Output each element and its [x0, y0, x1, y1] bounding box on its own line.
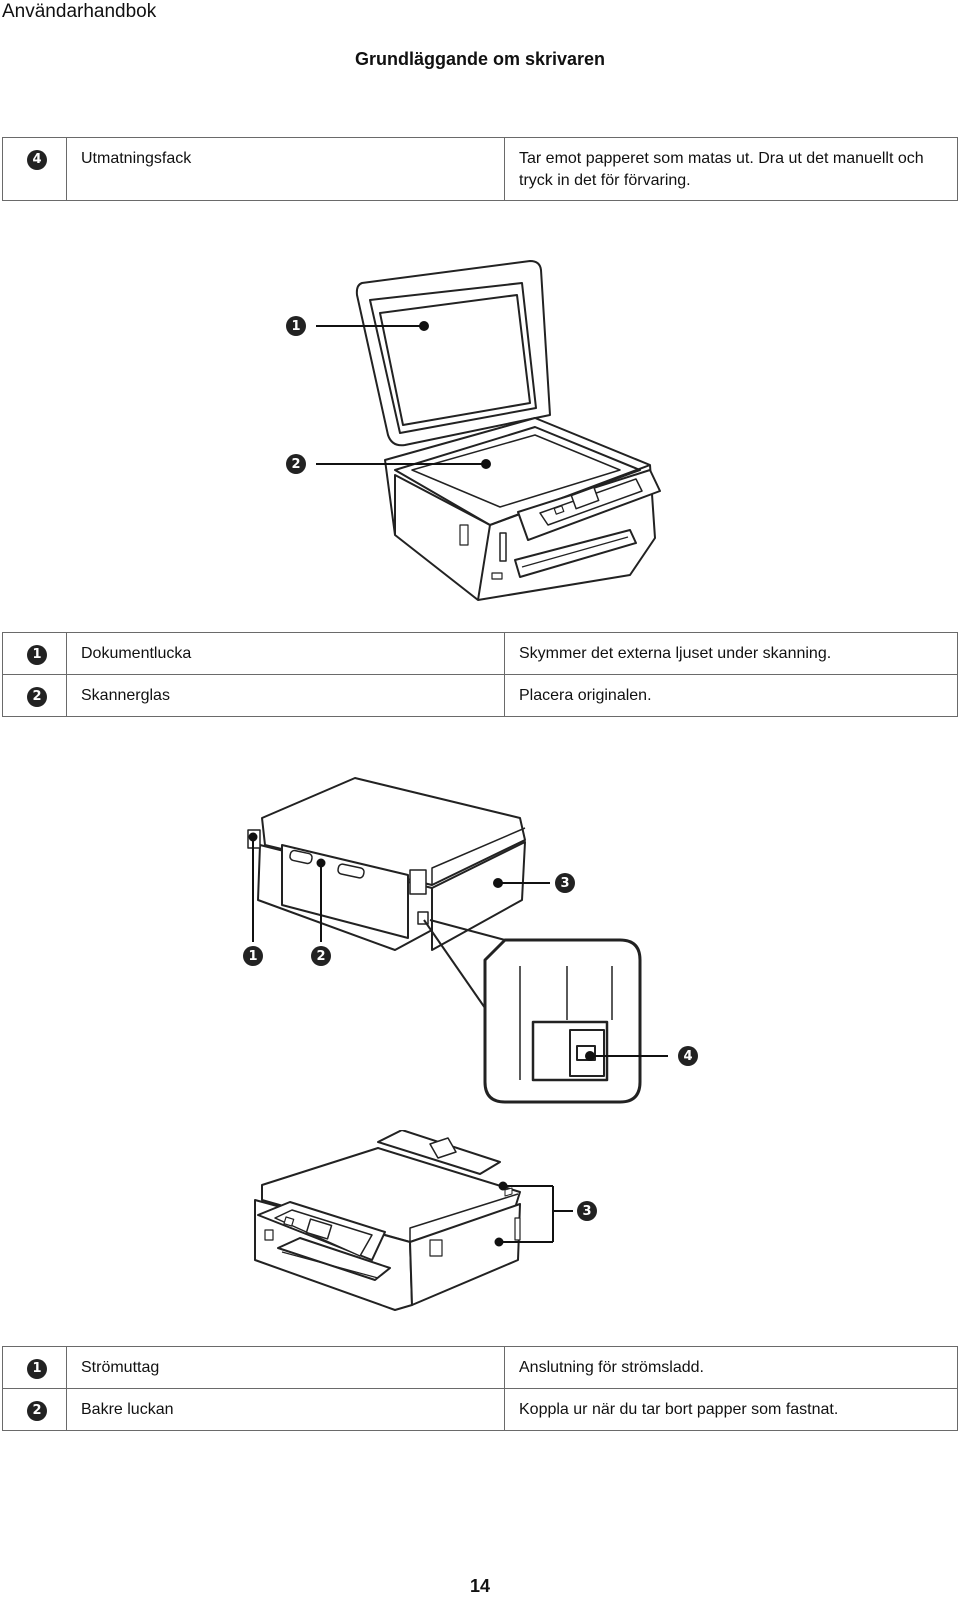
part-name: Dokumentlucka	[66, 632, 505, 675]
callout-badge: 2	[286, 454, 306, 474]
table-row: 1 Dokumentlucka Skymmer det externa ljus…	[2, 632, 958, 675]
page-number: 14	[469, 1576, 491, 1596]
section-title: Grundläggande om skrivaren	[354, 49, 606, 69]
scanner-illustration	[316, 260, 661, 601]
callout-badge: 1	[286, 316, 306, 336]
callout-badge: 2	[27, 686, 47, 707]
front-view-illustration	[254, 1129, 573, 1311]
rear-view-illustration	[247, 777, 668, 1104]
parts-table-rear: 1 Strömuttag Anslutning för strömsladd. …	[2, 1346, 958, 1431]
callout-badge: 2	[27, 1400, 47, 1421]
figure-scanner-open: 1 2	[0, 255, 960, 605]
part-name: Skannerglas	[66, 674, 505, 717]
part-name: Utmatningsfack	[66, 137, 505, 201]
part-description: Skymmer det externa ljuset under skannin…	[504, 632, 958, 675]
table-row: 1 Strömuttag Anslutning för strömsladd.	[2, 1346, 958, 1389]
figure-rear-view: 1 2 3 4	[0, 770, 960, 1130]
callout-badge: 1	[243, 946, 263, 966]
table-row: 2 Skannerglas Placera originalen.	[2, 674, 958, 717]
callout-badge: 2	[311, 946, 331, 966]
callout-badge: 3	[555, 873, 575, 893]
callout-badge: 4	[27, 149, 47, 170]
figure-front-view: 3	[0, 1129, 960, 1330]
table-row: 2 Bakre luckan Koppla ur när du tar bort…	[2, 1388, 958, 1431]
table-row: 4 Utmatningsfack Tar emot papperet som m…	[2, 137, 958, 201]
parts-table-scanner: 1 Dokumentlucka Skymmer det externa ljus…	[2, 632, 958, 717]
callout-badge: 3	[577, 1201, 597, 1221]
part-name: Strömuttag	[66, 1346, 505, 1389]
callout-badge: 1	[27, 644, 47, 665]
part-description: Tar emot papperet som matas ut. Dra ut d…	[504, 137, 958, 201]
callout-badge: 4	[678, 1046, 698, 1066]
part-description: Koppla ur när du tar bort papper som fas…	[504, 1388, 958, 1431]
part-name: Bakre luckan	[66, 1388, 505, 1431]
parts-table-top: 4 Utmatningsfack Tar emot papperet som m…	[2, 137, 958, 201]
part-description: Placera originalen.	[504, 674, 958, 717]
running-header: Användarhandbok	[2, 1, 157, 22]
callout-badge: 1	[27, 1358, 47, 1379]
part-description: Anslutning för strömsladd.	[504, 1346, 958, 1389]
